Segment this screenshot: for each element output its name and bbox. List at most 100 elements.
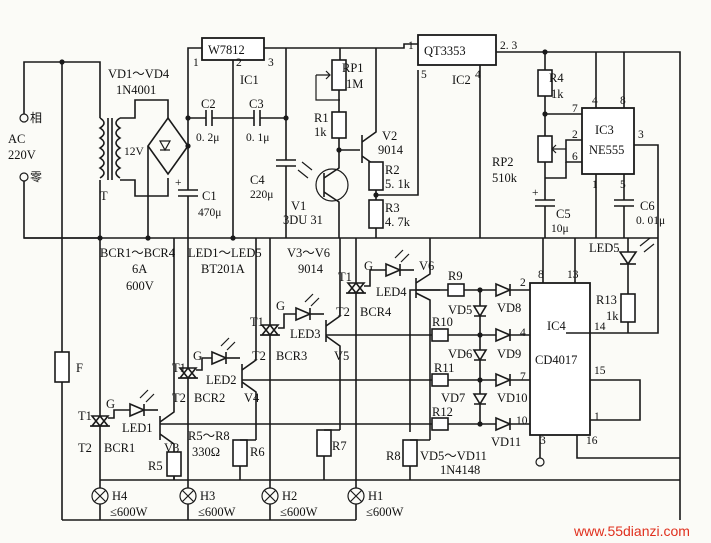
ic4-pin13: 13 [567,269,579,281]
vd6-label: VD6 [448,347,472,361]
vd5-label: VD5 [448,303,472,317]
fuse-f[interactable] [54,351,70,383]
r13[interactable] [620,293,636,323]
vd11-label: VD11 [491,435,521,449]
decoder-network: R9 VD8 VD5 R10 VD9 VD6 R11 VD10 VD7 R12 … [200,269,530,477]
r10[interactable] [431,328,449,342]
bcr-current: 6A [132,262,147,276]
bcr2-t1: T1 [172,361,186,375]
h1-rating: ≤600W [366,505,404,519]
r11[interactable] [431,373,449,387]
h4-label: H4 [112,489,128,503]
led5-branch: LED5 R13 1k [589,237,655,333]
ic2-pin4: 4 [475,69,481,81]
led2-label: LED2 [206,373,237,387]
r11-ref: R11 [434,361,454,375]
triac-stage-2: T1 T2 G BCR2 LED2 V4 [172,238,286,440]
ic4-pin16: 16 [586,435,598,447]
rp1-ref: RP1 [342,61,364,75]
ic2-part: QT3353 [424,44,466,58]
c4-val: 220μ [250,189,273,201]
r8-ref: R8 [386,449,401,463]
r2-val: 5. 1k [385,177,411,191]
lamp-h4: H4 ≤600W [91,487,148,519]
r7[interactable] [316,429,332,457]
r2[interactable] [368,161,384,191]
ic4-pin1: 1 [594,411,600,423]
r1[interactable] [331,111,347,139]
ac-voltage: 220V [8,148,36,162]
led3-label: LED3 [290,327,321,341]
rp2-val: 510k [492,171,518,185]
r5-r8-val: 330Ω [192,445,220,459]
fuse: F [54,62,83,520]
r5[interactable] [166,451,182,477]
v4-label: V4 [244,391,260,405]
ic4-pin14: 14 [594,321,606,333]
r6-ref: R6 [250,445,265,459]
lamp-h1: H1 ≤600W [347,487,404,519]
transformer-label: T [100,189,108,203]
rp2[interactable] [537,135,553,163]
lamp-h3: H3 ≤600W [179,487,236,519]
watermark: www.55dianzi.com [573,523,690,539]
capacitors-c2-c3: C2 0. 2μ C3 0. 1μ [188,48,287,144]
c1-ref: C1 [202,189,217,203]
r3[interactable] [368,199,384,229]
ic1-pin2: 2 [236,57,242,69]
v2-part: 9014 [378,143,404,157]
r9-ref: R9 [448,269,463,283]
r7-ref: R7 [332,439,347,453]
capacitor-c1: + C1 470μ [175,146,221,238]
h3-rating: ≤600W [198,505,236,519]
c1-val: 470μ [198,207,221,219]
secondary-voltage: 12V [124,146,145,158]
ic4-part: CD4017 [535,353,577,367]
ic1-pin1: 1 [193,57,199,69]
r13-ref: R13 [596,293,617,307]
rectifier-part: 1N4001 [116,83,156,97]
v-part: 9014 [298,262,324,276]
c4-ref: C4 [250,173,265,187]
bcr4-t1: T1 [338,270,352,284]
bcr4-label: BCR4 [360,305,392,319]
vd7-label: VD7 [441,391,465,405]
bcr3-t1: T1 [250,315,264,329]
ic4: IC4 CD4017 2 8 13 4 14 7 15 10 1 3 16 [516,238,680,467]
triac-stage-4: T1 T2 G BCR4 LED4 V6 [336,238,440,440]
ic4-pin8: 8 [538,269,544,281]
regulator-ref: IC1 [240,73,259,87]
transformer: T 12V [98,99,169,203]
vd9-label: VD9 [497,347,521,361]
r9[interactable] [447,283,465,297]
bcr1-t2: T2 [78,441,92,455]
c6-ref: C6 [640,199,655,213]
bcr1-g: G [106,397,115,411]
v1-part: 3DU 31 [283,213,323,227]
r3-val: 4. 7k [385,215,411,229]
ic2: QT3353 IC2 1 2. 3 5 4 [408,34,681,520]
bcr4-g: G [364,259,373,273]
bcr-voltage: 600V [126,279,154,293]
bcr3-label: BCR3 [276,349,307,363]
led4-label: LED4 [376,285,407,299]
regulator-ic1: W7812 IC1 1 2 3 [193,37,418,238]
vd10-label: VD10 [497,391,528,405]
r8[interactable] [402,439,418,467]
ic3-pin4: 4 [592,95,598,107]
v6-label: V6 [419,259,434,273]
ic3-ref: IC3 [595,123,614,137]
r6[interactable] [232,439,248,467]
h2-rating: ≤600W [280,505,318,519]
rp2-ref: RP2 [492,155,514,169]
c3-val: 0. 1μ [246,132,269,144]
ac-input: 相 零 AC 220V [8,61,101,239]
junctions [59,49,548,427]
r12[interactable] [431,417,449,431]
ic3-pin7: 7 [572,103,578,115]
ac-label: AC [8,132,25,146]
bcr3-g: G [276,299,285,313]
ic4-pin15: 15 [594,365,606,377]
r4-ref: R4 [549,71,564,85]
